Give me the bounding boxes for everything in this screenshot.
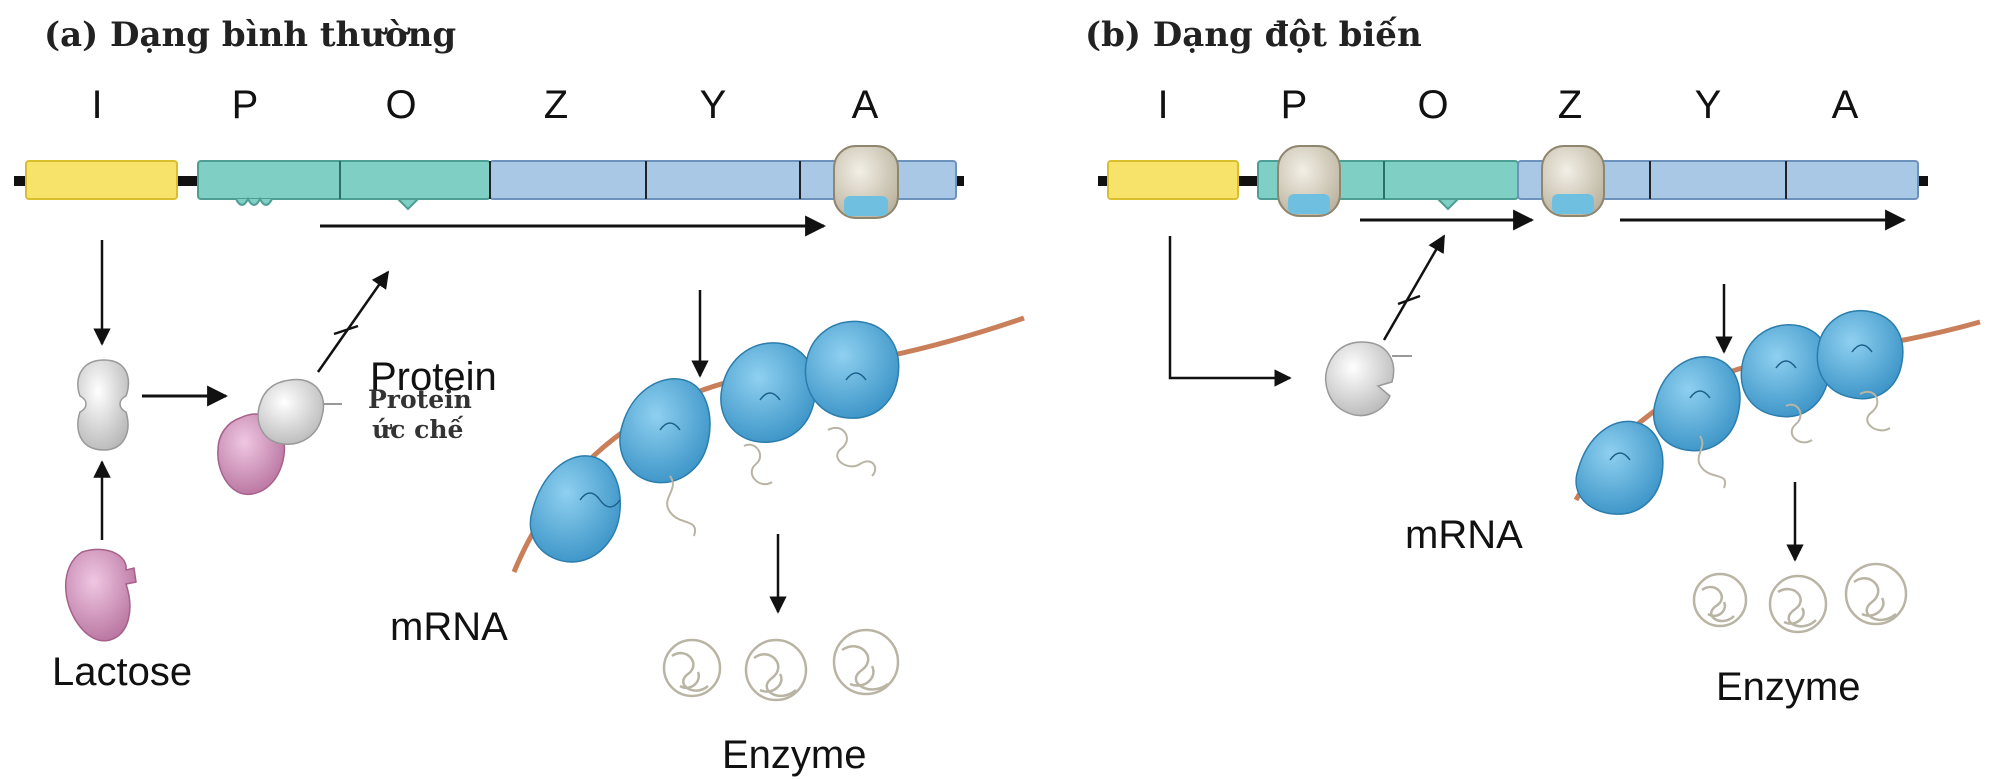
gene-label-p: P <box>1281 83 1308 127</box>
lactose-label: Lactose <box>52 650 192 694</box>
ribosome <box>1575 420 1664 515</box>
gene-label-o: O <box>1417 83 1448 127</box>
polypeptide-chains-a <box>666 427 877 537</box>
ribosome <box>1653 356 1741 452</box>
enzymes-b <box>1692 562 1908 634</box>
protein-label: Protein <box>370 355 497 399</box>
enzyme-coil <box>744 638 808 702</box>
dna-strand-b <box>1098 160 1928 211</box>
repressor-protein-a <box>77 359 130 451</box>
gene-label-a: A <box>852 83 879 127</box>
ribosome <box>529 455 621 563</box>
gene-i-segment <box>25 160 178 200</box>
gene-label-y: Y <box>700 83 727 127</box>
gene-i-segment <box>1107 160 1239 200</box>
gene-label-i: I <box>91 83 102 127</box>
enzyme-coil <box>1844 562 1908 626</box>
repressor-lactose-complex <box>217 378 342 495</box>
blocked-binding-arrow-a <box>316 270 390 373</box>
promoter-operator-segment <box>197 160 491 200</box>
ribosomes-b <box>1575 310 1904 515</box>
enzyme-label-a: Enzyme <box>722 733 867 777</box>
ribosome <box>1740 324 1831 418</box>
rna-polymerase-b1 <box>1277 145 1341 217</box>
gene-label-i: I <box>1157 83 1168 127</box>
panel-b: (b) Dạng đột biến I P O Z Y A <box>1085 15 1981 709</box>
enzyme-coil <box>1692 572 1748 628</box>
panel-b-title: (b) Dạng đột biến <box>1085 15 1422 55</box>
enzyme-coil <box>1768 574 1828 634</box>
mrna-label-b: mRNA <box>1405 513 1523 557</box>
mutant-repressor-protein <box>1325 341 1412 417</box>
enzyme-coil <box>832 628 900 696</box>
panel-a: (a) Dạng bình thường I P O Z Y A <box>14 15 1025 777</box>
mrna-label-a: mRNA <box>390 605 508 649</box>
enzyme-coil <box>662 638 722 698</box>
structural-genes-segment <box>1517 160 1919 200</box>
ribosomes-a <box>529 320 900 563</box>
gene-label-p: P <box>232 83 259 127</box>
lactose-molecule <box>64 548 137 642</box>
gene-label-z: Z <box>544 83 568 127</box>
arrow-gene-i-to-mutant-repressor <box>1168 236 1292 387</box>
blocked-binding-arrow-b <box>1382 234 1446 341</box>
ribosome <box>1816 310 1904 400</box>
gene-label-o: O <box>385 83 416 127</box>
enzyme-label-b: Enzyme <box>1716 665 1861 709</box>
ribosome <box>619 378 711 484</box>
enzymes-a <box>662 628 900 702</box>
gene-label-y: Y <box>1695 83 1722 127</box>
repressor-label-line1: Protein <box>368 385 472 414</box>
rna-polymerase-b2 <box>1541 145 1605 217</box>
repressor-label-line2: ức chế <box>372 415 464 444</box>
ribosome <box>804 320 900 419</box>
dna-strand-a <box>14 160 964 211</box>
panel-a-title: (a) Dạng bình thường <box>44 15 456 55</box>
gene-label-z: Z <box>1558 83 1582 127</box>
polypeptide-chains-b <box>1697 391 1891 489</box>
gene-label-a: A <box>1832 83 1859 127</box>
rna-polymerase-a <box>833 145 899 219</box>
